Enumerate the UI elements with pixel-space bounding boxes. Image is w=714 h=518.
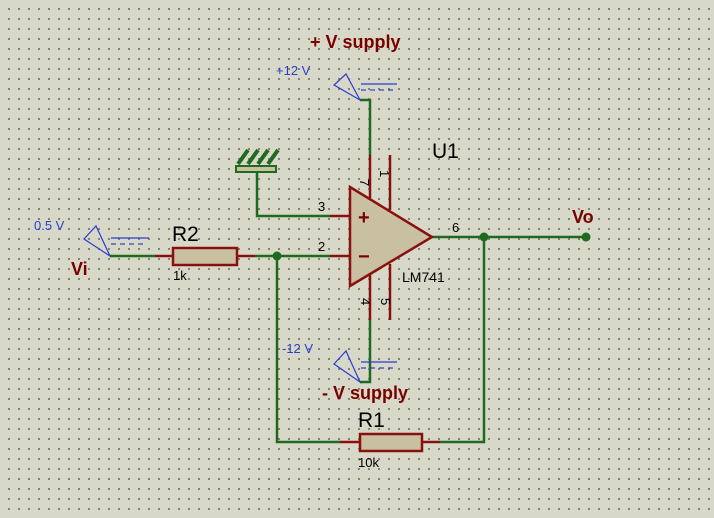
vneg-generator-arrow <box>333 349 362 384</box>
terminal-dot-vo <box>581 232 591 242</box>
r1-reference: R1 <box>358 409 385 432</box>
vpos-supply-label: + V supply <box>310 32 401 52</box>
vin-dc-symbol <box>111 237 149 245</box>
vout-name-label: Vo <box>572 207 594 227</box>
pin5-number: 5 <box>378 298 393 305</box>
r1-value: 10k <box>358 455 379 470</box>
ground-hatch <box>236 148 280 166</box>
wire-vpos-to-pin7 <box>360 98 372 155</box>
opamp-minus-sign: − <box>358 246 370 268</box>
vin-generator-icon[interactable] <box>83 224 149 258</box>
vneg-generator-icon[interactable] <box>333 349 397 384</box>
junction-dot-output <box>479 232 489 242</box>
resistor-r2[interactable] <box>155 246 255 267</box>
pin3-number: 3 <box>318 199 325 214</box>
vpos-generator-arrow <box>332 73 362 102</box>
opamp-pins <box>330 155 392 320</box>
vneg-dc-symbol <box>361 361 397 369</box>
r2-value: 1k <box>173 268 187 283</box>
resistor-r1[interactable] <box>340 432 440 453</box>
r2-reference: R2 <box>172 223 199 246</box>
opamp-reference: U1 <box>432 140 459 163</box>
vin-name-label: Vi <box>71 259 88 279</box>
wire-vneg-to-pin4 <box>360 320 372 384</box>
pin7-number: 7 <box>357 179 372 186</box>
wires <box>110 98 586 444</box>
vneg-supply-label: - V supply <box>322 383 408 403</box>
junction-dot-inverting <box>272 251 282 261</box>
wire-ground-to-pin3 <box>255 175 330 218</box>
opamp-plus-sign: + <box>358 207 370 229</box>
vneg-voltage-label: -12 V <box>282 341 313 356</box>
vin-voltage-label: 0.5 V <box>34 218 65 233</box>
opamp-part-number: LM741 <box>402 269 445 285</box>
ground-plate <box>235 165 277 173</box>
pin1-number: 1 <box>377 170 392 177</box>
wire-node-to-r1 <box>275 256 340 444</box>
opamp-body[interactable] <box>348 184 435 289</box>
vpos-dc-symbol <box>361 83 397 91</box>
vpos-generator-icon[interactable] <box>332 73 397 102</box>
vin-generator-arrow <box>83 224 112 258</box>
pin2-number: 2 <box>318 239 325 254</box>
vpos-voltage-label: +12 V <box>276 63 311 78</box>
wire-r1-to-output <box>440 237 486 444</box>
pin4-number: 4 <box>358 298 373 305</box>
r1-body <box>358 432 424 453</box>
pin6-number: 6 <box>452 220 459 235</box>
r2-body <box>171 246 239 267</box>
ground-icon[interactable] <box>235 148 280 176</box>
